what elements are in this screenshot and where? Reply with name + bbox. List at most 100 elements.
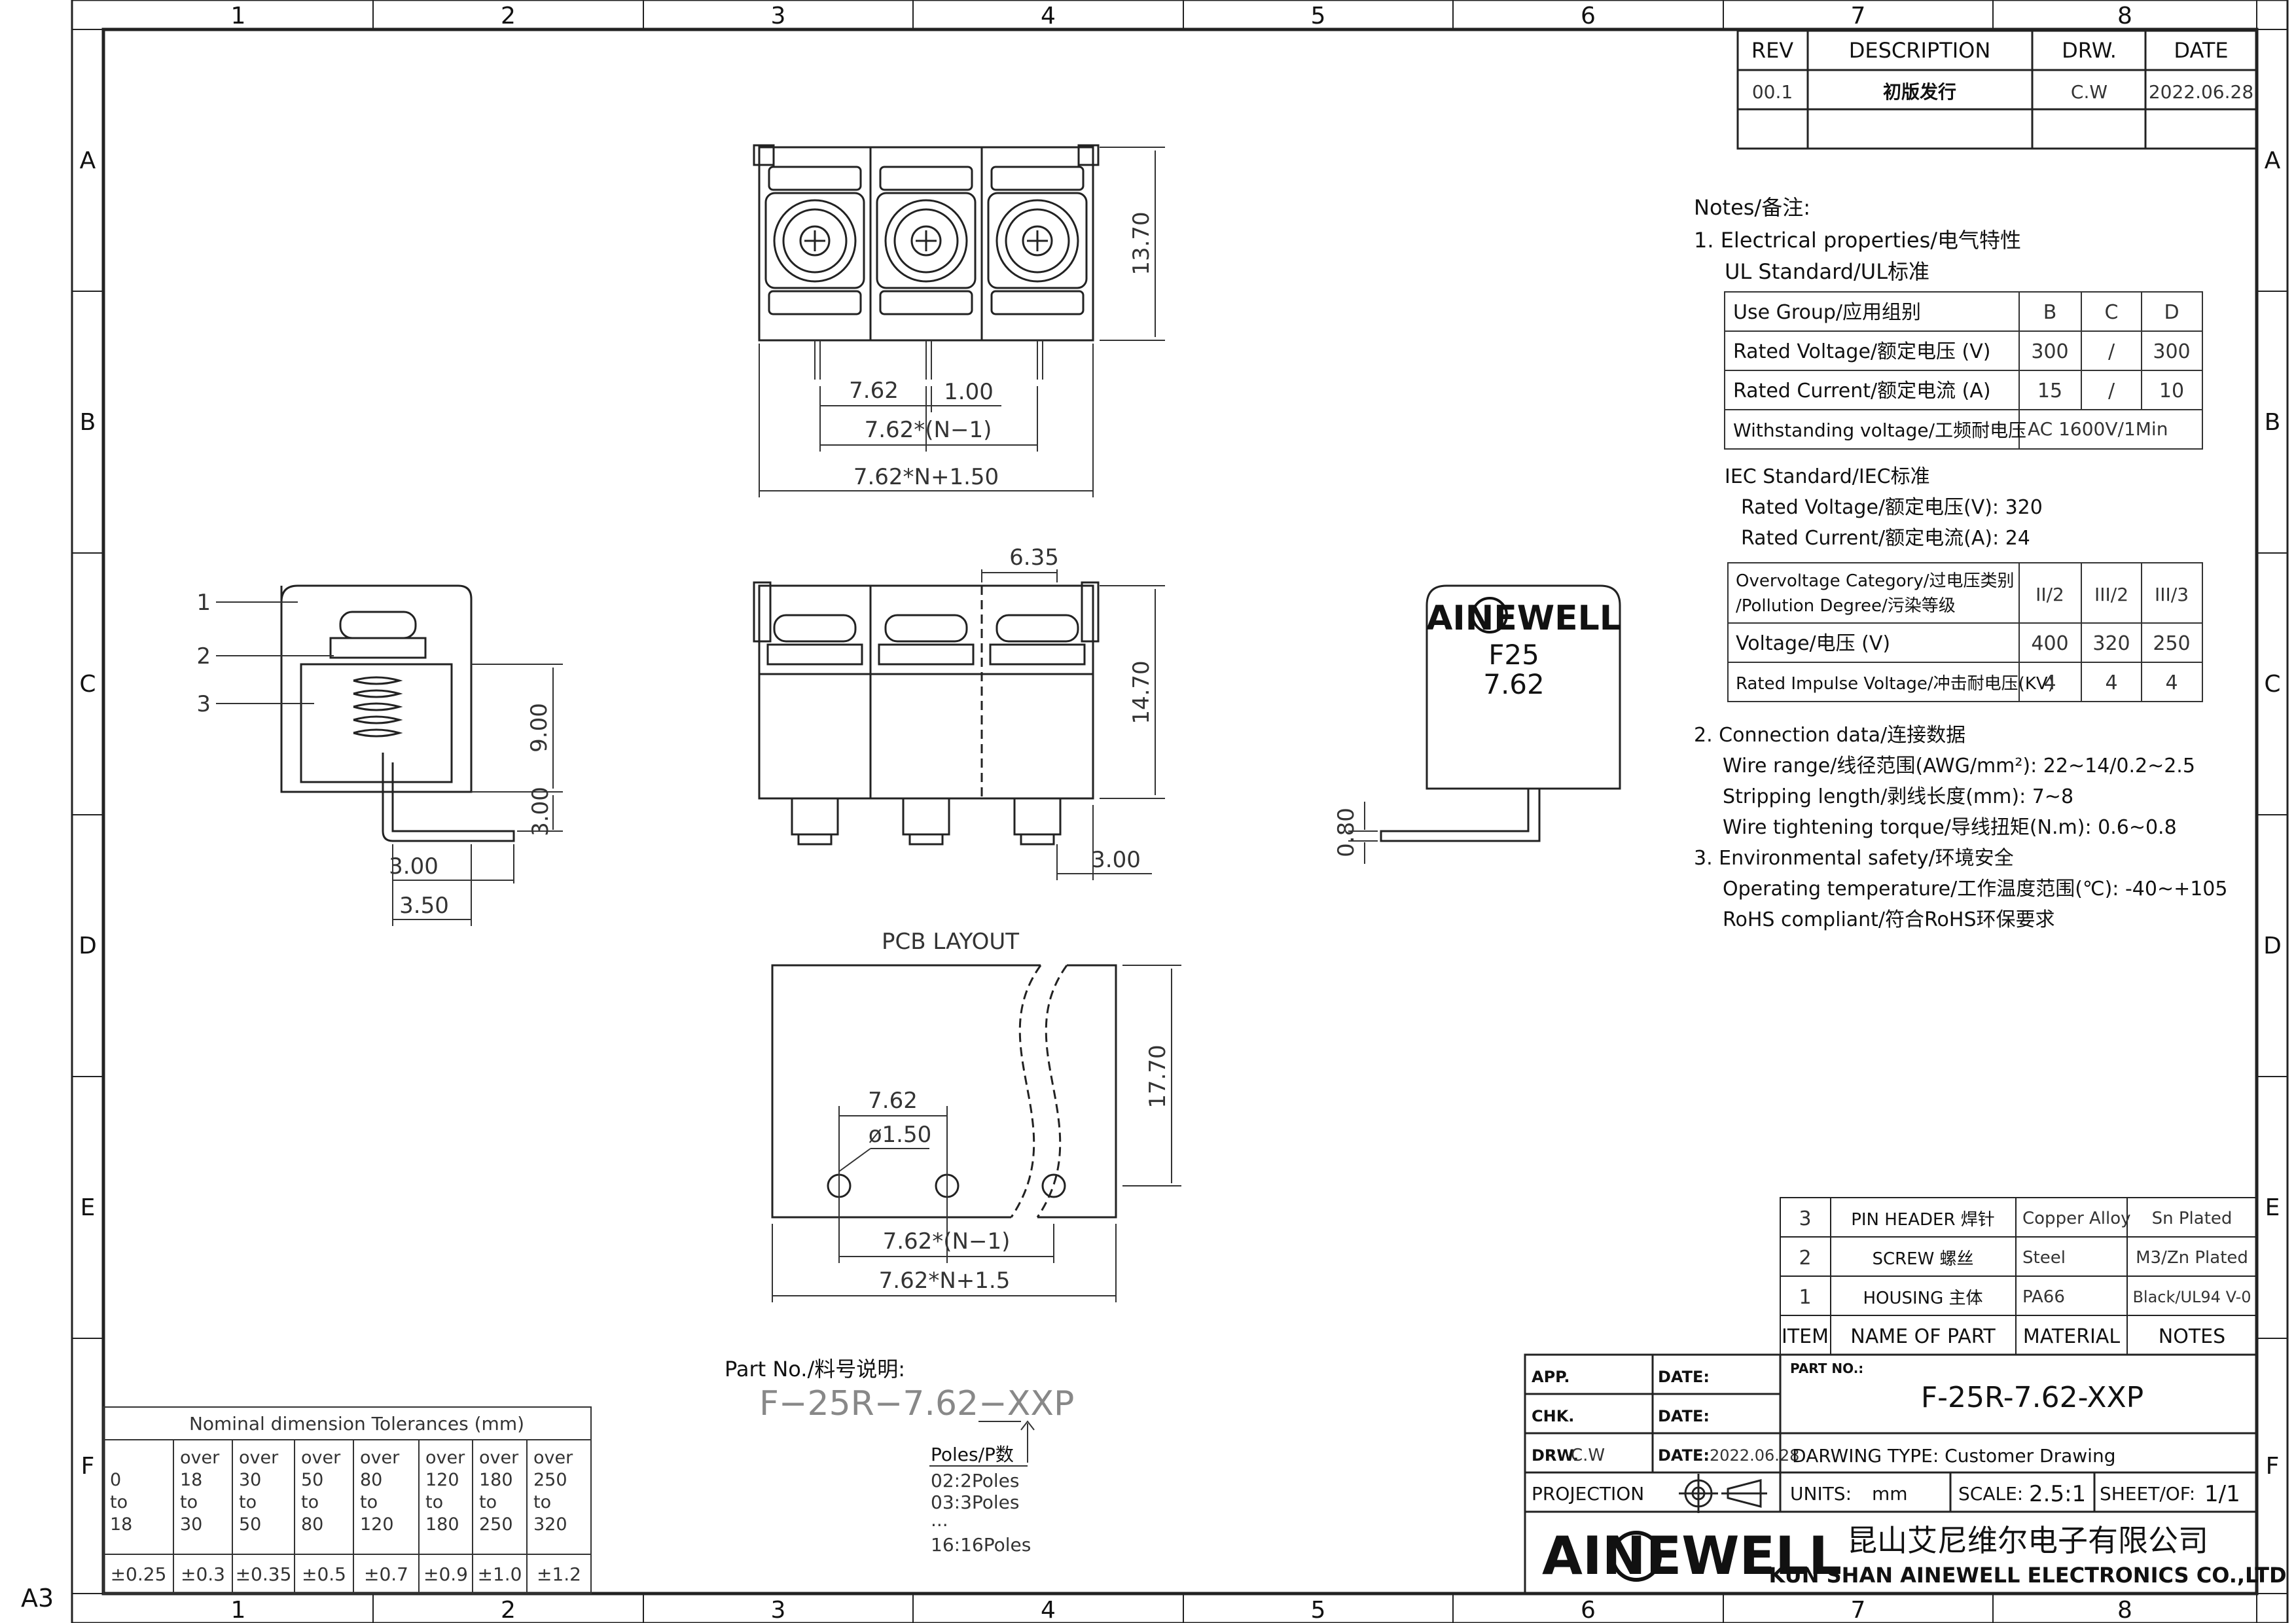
tolerance-range-line: over — [360, 1448, 400, 1468]
bom-row3-notes: Sn Plated — [2152, 1209, 2233, 1228]
tolerance-range-line: 18 — [180, 1470, 202, 1490]
terminal-cell-icon — [766, 614, 863, 846]
tolerance-range-line: 180 — [479, 1470, 513, 1490]
tolerance-table: Nominal dimension Tolerances (mm) 0to18±… — [103, 1406, 592, 1594]
bom-row2-notes: M3/Zn Plated — [2136, 1248, 2248, 1268]
poles-label: Poles/P数 — [931, 1444, 1014, 1465]
tb-company-en: KUN SHAN AINEWELL ELECTRONICS CO.,LTD — [1768, 1563, 2286, 1588]
ul-voltage-d: 300 — [2153, 340, 2190, 363]
tolerance-range-line: 180 — [425, 1514, 459, 1535]
bom-header-name: NAME OF PART — [1850, 1325, 1996, 1348]
col-label-bottom: 4 — [1041, 1597, 1056, 1623]
tolerance-range-line: to — [180, 1492, 198, 1512]
row-label-left: E — [81, 1194, 96, 1221]
side-dim-b: 3.50 — [399, 893, 449, 919]
tolerance-range-line: 250 — [479, 1514, 513, 1535]
ul-current-b: 15 — [2037, 380, 2062, 402]
tolerance-range-line: 120 — [425, 1470, 459, 1490]
tolerance-range-line: 50 — [239, 1514, 261, 1535]
rev-header-rev: REV — [1751, 38, 1793, 63]
tolerance-range-line: to — [239, 1492, 257, 1512]
rev-header-date: DATE — [2174, 38, 2228, 63]
tolerance-range-line: to — [425, 1492, 443, 1512]
poles-option-02: 02:2Poles — [931, 1470, 1020, 1491]
tolerance-range-line: 250 — [533, 1470, 567, 1490]
title-block: APP. DATE: CHK. DATE: DRW. C.W DATE: 202… — [1524, 1353, 2287, 1595]
top-dim-height: 13.70 — [1128, 211, 1155, 275]
tolerance-range-line: over — [533, 1448, 573, 1468]
pcb-dim-pitch: 7.62 — [868, 1088, 918, 1114]
tolerance-range-line: 80 — [360, 1470, 382, 1490]
row-label-right: C — [2264, 671, 2280, 698]
col-label-bottom: 1 — [231, 1597, 246, 1623]
tolerance-range-line: 320 — [533, 1514, 567, 1535]
tb-scale: 2.5:1 — [2029, 1481, 2086, 1507]
sheet-size-label: A3 — [21, 1584, 54, 1613]
poles-option-16: 16:16Poles — [931, 1534, 1031, 1556]
notes-stripping: Stripping length/剥线长度(mm): 7~8 — [1723, 785, 2073, 808]
bom-header-item: ITEM — [1782, 1325, 1829, 1348]
notes-ul-standard: UL Standard/UL标准 — [1725, 259, 1929, 284]
notes-iec-voltage: Rated Voltage/额定电压(V): 320 — [1741, 496, 2043, 519]
rev-header-description: DESCRIPTION — [1849, 38, 1991, 63]
top-dim-pin: 1.00 — [944, 379, 994, 405]
row-label-left: A — [80, 147, 96, 174]
row-label-right: A — [2265, 147, 2281, 174]
tolerance-range-line: to — [360, 1492, 378, 1512]
bom-row1-notes: Black/UL94 V-0 — [2132, 1288, 2251, 1306]
tb-drw-name: C.W — [1571, 1446, 1605, 1465]
tolerance-value: ±0.7 — [364, 1563, 408, 1585]
pcb-dim-n1: 7.62*(N−1) — [883, 1228, 1011, 1255]
notes-electrical: 1. Electrical properties/电气特性 — [1694, 228, 2021, 253]
tolerance-title: Nominal dimension Tolerances (mm) — [189, 1413, 524, 1435]
iec-impulse-2: 4 — [2105, 671, 2117, 694]
col-label-bottom: 2 — [501, 1597, 516, 1623]
pcb-dim-total: 7.62*N+1.5 — [879, 1268, 1011, 1294]
poles-option-ellipsis: ... — [931, 1509, 948, 1531]
col-label-top: 4 — [1041, 3, 1056, 29]
bom-row1-item: 1 — [1799, 1286, 1811, 1309]
tolerance-range-line: 0 — [110, 1470, 121, 1490]
tb-units-label: UNITS: — [1790, 1483, 1852, 1505]
top-dim-n1: 7.62*(N−1) — [865, 417, 992, 443]
iec-cat-2: III/2 — [2094, 584, 2128, 605]
tb-drw-date-label: DATE: — [1658, 1446, 1710, 1465]
bom-header-notes: NOTES — [2159, 1325, 2225, 1348]
side-label-1: 1 — [196, 590, 211, 616]
front-dim-pin: 3.00 — [1091, 847, 1141, 873]
screw-terminal-icon — [876, 166, 977, 315]
front-dim-top: 6.35 — [1009, 544, 1059, 571]
tolerance-value: ±0.25 — [111, 1563, 167, 1585]
tolerance-range-line: over — [479, 1448, 519, 1468]
tb-part-no-label: PART NO.: — [1790, 1361, 1863, 1376]
ul-voltage-b: 300 — [2031, 340, 2068, 363]
ul-group-b: B — [2043, 301, 2057, 324]
notes-iec-standard: IEC Standard/IEC标准 — [1725, 465, 1930, 488]
terminal-cell-icon — [989, 614, 1086, 846]
bom-row2-material: Steel — [2022, 1248, 2066, 1268]
tolerance-range-line: 120 — [360, 1514, 394, 1535]
tb-sheet: 1/1 — [2204, 1481, 2240, 1507]
ul-table: Use Group/应用组别 B C D Rated Voltage/额定电压 … — [1724, 291, 2203, 450]
iec-impulse-1: 4 — [2043, 671, 2056, 694]
tolerance-value: ±1.2 — [537, 1563, 581, 1585]
bom-table: 3 PIN HEADER 焊针 Copper Alloy Sn Plated 2… — [1780, 1197, 2257, 1355]
side-label-3: 3 — [196, 691, 211, 717]
tolerance-range-line: to — [533, 1492, 551, 1512]
row-label-left: B — [80, 409, 96, 436]
tolerance-range-line: 18 — [110, 1514, 132, 1535]
bom-header-material: MATERIAL — [2023, 1325, 2121, 1348]
tolerance-range-line: over — [239, 1448, 279, 1468]
tolerance-value: ±0.9 — [423, 1563, 468, 1585]
rev-header-drw: DRW. — [2062, 38, 2117, 63]
part-number-section: Part No./料号说明: F−25R−7.62−XXP Poles/P数 0… — [725, 1357, 1074, 1556]
tolerance-range-line: 80 — [301, 1514, 323, 1535]
top-dim-total: 7.62*N+1.50 — [853, 464, 999, 490]
col-label-top: 7 — [1851, 3, 1866, 29]
poles-option-03: 03:3Poles — [931, 1491, 1020, 1513]
row-grid — [72, 291, 2287, 1339]
iec-table: Overvoltage Category/过电压类别 /Pollution De… — [1727, 562, 2203, 702]
